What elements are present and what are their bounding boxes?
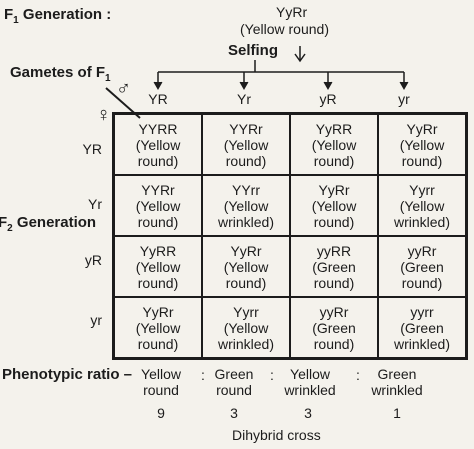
cell-genotype: yyRr [407,242,437,259]
ratio-class-line2: wrinkled [371,382,423,398]
grid-cell: Yyrr(Yellow wrinkled) [201,296,291,360]
cell-phenotype: (Green wrinkled) [393,319,450,352]
ratio-class-line1: Green [377,366,417,382]
ratio-count-green-round: 3 [230,405,238,421]
cell-genotype: YyRr [142,303,174,320]
female-gamete-yR: yR [84,252,102,268]
cell-phenotype: (Yellow wrinkled) [393,197,450,230]
ratio-class-line2: wrinkled [284,382,336,398]
female-gamete-yr: yr [90,312,102,328]
selfing-arrow-head [294,53,306,63]
cell-genotype: yyRr [319,303,349,320]
ratio-class-3: Yellow wrinkled [281,366,339,398]
cell-genotype: YyRR [139,242,177,259]
ratio-class-line2: round [216,382,252,398]
male-gamete-Yr: Yr [237,91,251,107]
ratio-separator: : [356,367,360,383]
grid-cell: YyRr(Yellow round) [201,235,291,298]
cell-phenotype: (Yellow round) [135,319,181,352]
cell-genotype: yyrr [410,303,434,320]
ratio-class-line1: Yellow [290,366,330,382]
grid-cell: YYRr(Yellow round) [201,112,291,176]
cell-genotype: YYRR [138,120,178,137]
female-symbol-icon: ♀ [96,104,111,126]
cell-genotype: YYRr [229,120,263,137]
grid-cell: YYRr(Yellow round) [112,174,203,237]
male-gamete-yR: yR [319,91,337,107]
ratio-class-line2: round [143,382,179,398]
cell-phenotype: (Yellow wrinkled) [217,319,274,352]
cell-phenotype: (Green round) [400,258,444,291]
cell-genotype: YyRr [230,242,262,259]
ratio-separator: : [201,367,205,383]
gametes-label: Gametes of F1 [10,64,111,84]
ratio-class-line1: Yellow [141,366,181,382]
cell-genotype: YYRr [141,181,175,198]
grid-row-4: YyRr(Yellow round) Yyrr(Yellow wrinkled)… [112,296,468,360]
grid-cell: yyRr(Green round) [377,235,468,298]
phenotypic-ratio-label: Phenotypic ratio – [2,366,133,383]
cell-genotype: YyRR [315,120,353,137]
ratio-class-1: Yellow round [138,366,184,398]
ratio-count-yellow-wrinkled: 3 [304,405,312,421]
cell-genotype: yyRR [316,242,352,259]
f1-generation-label: F1 Generation : [4,6,112,26]
cell-phenotype: (Green round) [312,258,356,291]
gamete-arrowhead-4 [399,81,409,91]
ratio-class-2: Green round [212,366,256,398]
f2-generation-label: F2 Generation [0,214,97,234]
cell-phenotype: (Yellow wrinkled) [217,197,274,230]
female-gamete-Yr: Yr [88,196,102,212]
gamete-arrowhead-3 [323,81,333,91]
cell-phenotype: (Yellow round) [223,136,269,169]
cell-phenotype: (Yellow round) [311,197,357,230]
grid-cell: YyRr(Yellow round) [112,296,203,360]
cell-genotype: Yyrr [409,181,435,198]
grid-cell: YYrr(Yellow wrinkled) [201,174,291,237]
cell-phenotype: (Yellow round) [223,258,269,291]
grid-cell: YyRR(Yellow round) [289,112,379,176]
caption: Dihybrid cross [232,427,321,443]
cell-phenotype: (Yellow round) [311,136,357,169]
punnett-square: YYRR(Yellow round) YYRr(Yellow round) Yy… [112,112,468,360]
selfing-label: Selfing [228,42,279,59]
grid-row-2: YYRr(Yellow round) YYrr(Yellow wrinkled)… [112,174,468,237]
gamete-arrowhead-2 [239,81,249,91]
grid-cell: YYRR(Yellow round) [112,112,203,176]
grid-cell: YyRr(Yellow round) [377,112,468,176]
cell-phenotype: (Yellow round) [135,136,181,169]
grid-cell: YyRr(Yellow round) [289,174,379,237]
ratio-count-yellow-round: 9 [157,405,165,421]
grid-cell: yyRr(Green round) [289,296,379,360]
male-gamete-YR: YR [148,91,168,107]
grid-cell: YyRR(Yellow round) [112,235,203,298]
ratio-separator: : [270,367,274,383]
cell-genotype: YYrr [232,181,260,198]
cell-phenotype: (Yellow round) [399,136,445,169]
male-symbol-icon: ♂ [116,78,131,100]
cell-phenotype: (Green round) [312,319,356,352]
grid-row-1: YYRR(Yellow round) YYRr(Yellow round) Yy… [112,112,468,176]
gamete-arrows [153,72,409,91]
cell-genotype: Yyrr [233,303,259,320]
f1-phenotype: (Yellow round) [240,21,329,37]
ratio-class-4: Green wrinkled [366,366,428,398]
grid-cell: yyRR(Green round) [289,235,379,298]
gamete-arrowhead-1 [153,81,163,91]
grid-cell: Yyrr(Yellow wrinkled) [377,174,468,237]
grid-row-3: YyRR(Yellow round) YyRr(Yellow round) yy… [112,235,468,298]
cell-phenotype: (Yellow round) [135,197,181,230]
male-gamete-yr: yr [398,91,410,107]
female-gamete-YR: YR [82,141,102,157]
cell-phenotype: (Yellow round) [135,258,181,291]
ratio-count-green-wrinkled: 1 [393,405,401,421]
f1-genotype: YyRr [276,4,308,20]
cell-genotype: YyRr [318,181,350,198]
cell-genotype: YyRr [406,120,438,137]
ratio-class-line1: Green [214,366,254,382]
grid-cell: yyrr(Green wrinkled) [377,296,468,360]
